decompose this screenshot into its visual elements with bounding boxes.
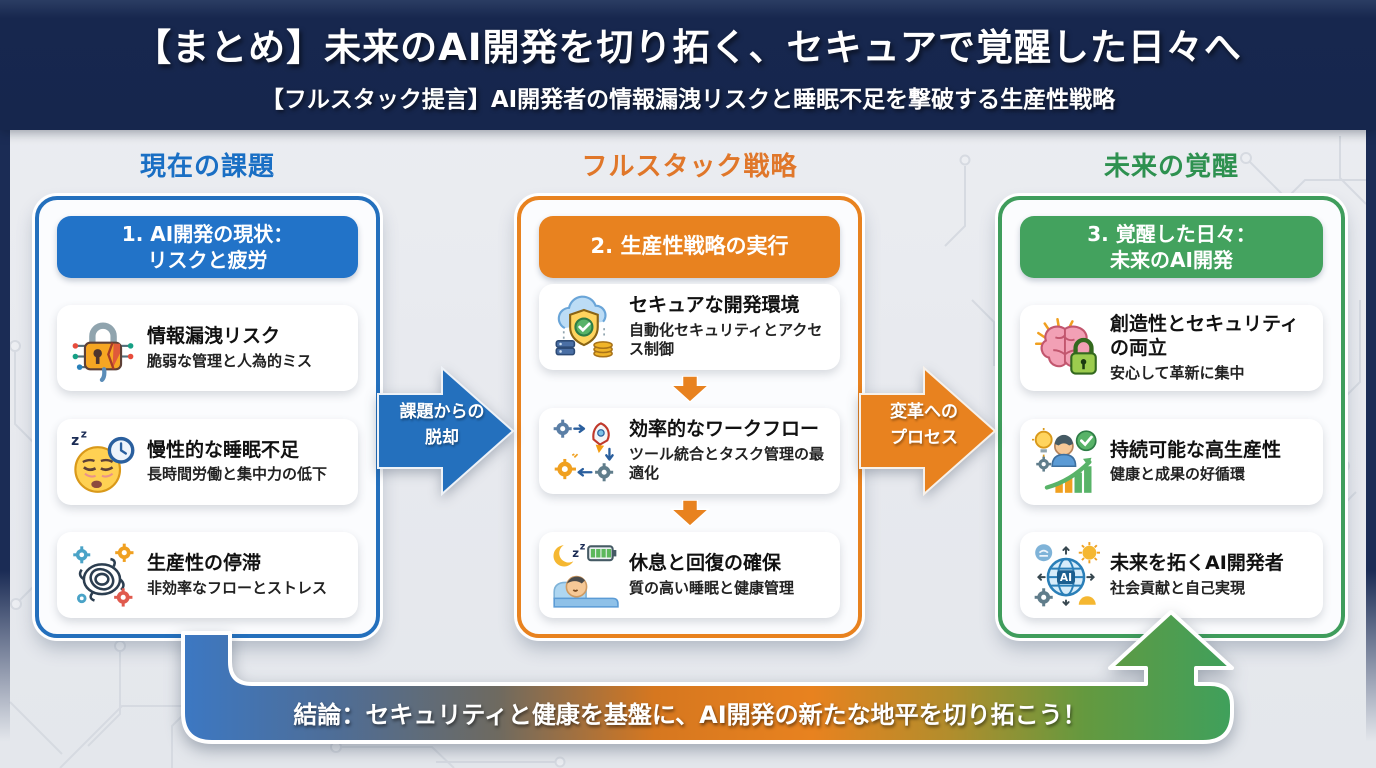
- column-future-awakening: 3. 覚醒した日々： 未来のAI開発 創造性とセキュリティの両立 安心して革新に…: [998, 196, 1345, 638]
- card-title: 未来を拓くAI開発者: [1110, 551, 1284, 574]
- workflow-rocket-icon: [553, 419, 614, 482]
- card-desc: 健康と成果の好循環: [1110, 465, 1246, 484]
- svg-text:z: z: [71, 433, 79, 449]
- rest-battery-icon: z z: [553, 542, 619, 608]
- secure-cloud-shield-icon: [555, 295, 613, 358]
- card-desc: 非効率なフローとストレス: [147, 578, 328, 597]
- sustainable-growth-icon: [1032, 427, 1097, 493]
- card-sleep-deprivation: z z 慢性的な睡眠不足 長時間労働と集中力の低下: [57, 418, 358, 505]
- step-box-3-line2: 未来のAI開発: [1110, 248, 1233, 272]
- step-box-3: 3. 覚醒した日々： 未来のAI開発: [1020, 216, 1323, 278]
- step-box-1-line1: 1. AI開発の現状：: [121, 221, 294, 246]
- card-title: セキュアな開発環境: [629, 294, 800, 317]
- card-desc: 長時間労働と集中力の低下: [147, 465, 328, 484]
- flow-arrow-label-line2: 脱却: [425, 427, 459, 448]
- svg-text:z: z: [572, 546, 579, 560]
- card-title: 持続可能な高生産性: [1110, 438, 1282, 461]
- step-box-2: 2. 生産性戦略の実行: [539, 216, 840, 278]
- card-title: 情報漏洩リスク: [147, 325, 281, 348]
- card-productivity-stagnation: 生産性の停滞 非効率なフローとストレス: [57, 531, 358, 618]
- broken-lock-icon: [72, 322, 134, 383]
- card-title: 効率的なワークフロー: [629, 418, 820, 441]
- header-banner: 【まとめ】未来のAI開発を切り拓く、セキュアで覚醒した日々へ 【フルスタック提言…: [0, 0, 1376, 130]
- card-desc: 自動化セキュリティとアクセス制御: [629, 320, 823, 359]
- flow-arrow-escape-issues: [377, 365, 515, 497]
- svg-text:z: z: [81, 428, 87, 441]
- card-future-ai-developer: AI 未来を拓くAI開発者 社会貢献と自己実現: [1020, 531, 1323, 618]
- column-fullstack-strategy: 2. 生産性戦略の実行 セキュアな開発環境 自動化セキュリティとアクセス制御: [517, 196, 862, 638]
- flow-arrow-transformation-process: [859, 365, 997, 497]
- card-creativity-security: 創造性とセキュリティの両立 安心して革新に集中: [1020, 305, 1323, 392]
- column-heading-future-awakening: 未来の覚醒: [1103, 152, 1239, 182]
- tangled-gears-icon: [73, 543, 134, 607]
- global-ai-developer-icon: AI: [1034, 542, 1100, 607]
- card-title: 創造性とセキュリティの両立: [1110, 313, 1299, 360]
- page-title: 【まとめ】未来のAI開発を切り拓く、セキュアで覚醒した日々へ: [134, 25, 1242, 69]
- card-title: 慢性的な睡眠不足: [147, 438, 300, 461]
- svg-text:z: z: [580, 542, 586, 553]
- card-efficient-workflow: 効率的なワークフロー ツール統合とタスク管理の最適化: [539, 408, 840, 494]
- card-desc: 安心して革新に集中: [1110, 363, 1245, 382]
- card-title: 休息と回復の確保: [629, 551, 782, 574]
- left-edge-strip: [0, 130, 10, 742]
- right-edge-strip: [1366, 130, 1376, 742]
- conclusion-text: 結論：セキュリティと健康を基盤に、AI開発の新たな地平を切り拓こう！: [293, 700, 1087, 729]
- step-box-3-line1: 3. 覚醒した日々：: [1087, 221, 1256, 246]
- card-secure-environment: セキュアな開発環境 自動化セキュリティとアクセス制御: [539, 284, 840, 370]
- brain-lock-icon: [1034, 318, 1097, 375]
- card-sustainable-productivity: 持続可能な高生産性 健康と成果の好循環: [1020, 418, 1323, 505]
- page-subtitle: 【フルスタック提言】AI開発者の情報漏洩リスクと睡眠不足を撃破する生産性戦略: [260, 86, 1116, 113]
- card-desc: ツール統合とタスク管理の最適化: [629, 444, 825, 483]
- column-heading-fullstack-strategy: フルスタック戦略: [581, 152, 798, 182]
- card-title: 生産性の停滞: [147, 551, 262, 574]
- step-box-1: 1. AI開発の現状： リスクと疲労: [57, 216, 358, 278]
- down-arrow-icon: [669, 376, 710, 402]
- flow-arrow-label-line1: 課題からの: [399, 402, 485, 422]
- column-current-issues: 1. AI開発の現状： リスクと疲労 情報漏洩リスク 脆弱な管理と人為的ミス: [35, 196, 380, 638]
- sleepy-face-clock-icon: z z: [71, 428, 135, 493]
- down-arrow-icon: [669, 500, 710, 526]
- flow-arrow-label: 変革への プロセス: [858, 400, 990, 451]
- flow-arrow-label-line1: 変革への: [890, 402, 958, 422]
- flow-arrow-label: 課題からの 脱却: [376, 400, 508, 451]
- card-rest-recovery: z z 休息と回復の確保 質の高い睡眠と健康管理: [539, 532, 840, 618]
- card-desc: 質の高い睡眠と健康管理: [629, 578, 795, 597]
- column-heading-current-issues: 現在の課題: [139, 152, 275, 182]
- step-box-1-line2: リスクと疲労: [147, 248, 268, 272]
- step-box-2-line1: 2. 生産性戦略の実行: [590, 234, 789, 259]
- svg-text:AI: AI: [1060, 571, 1072, 584]
- card-desc: 脆弱な管理と人為的ミス: [147, 351, 313, 370]
- card-desc: 社会貢献と自己実現: [1110, 578, 1246, 597]
- flow-arrow-label-line2: プロセス: [890, 427, 958, 448]
- card-info-leak-risk: 情報漏洩リスク 脆弱な管理と人為的ミス: [57, 305, 358, 392]
